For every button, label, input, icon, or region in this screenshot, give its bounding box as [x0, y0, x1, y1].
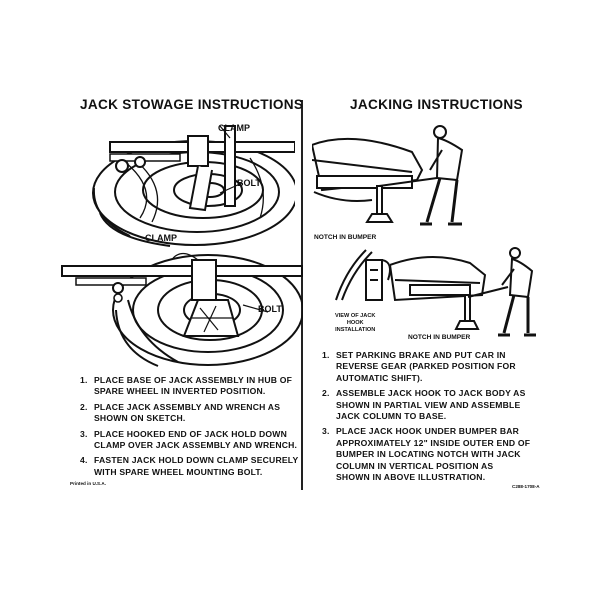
jacking-illustration-top	[312, 125, 464, 226]
bolt-label-bottom: BOLT	[258, 304, 282, 314]
stowage-illustration-top	[92, 125, 295, 247]
column-divider	[301, 100, 303, 490]
jacking-step: 1.SET PARKING BRAKE AND PUT CAR IN REVER…	[322, 350, 516, 383]
stowage-illustration-bottom	[61, 252, 303, 367]
view-hook-label: VIEW OF JACK HOOK INSTALLATION	[335, 313, 376, 333]
jack-hook-partial-view	[335, 249, 391, 301]
stowage-step: 2.PLACE JACK ASSEMBLY AND WRENCH AS SHOW…	[80, 401, 281, 424]
clamp-label-bottom: CLAMP	[145, 233, 177, 243]
stowage-steps: 1.PLACE BASE OF JACK ASSEMBLY IN HUB OF …	[80, 375, 300, 482]
stowage-heading: JACK STOWAGE INSTRUCTIONS	[80, 97, 304, 112]
jacking-illustration-bottom	[390, 247, 536, 337]
jacking-steps: 1.SET PARKING BRAKE AND PUT CAR IN REVER…	[322, 350, 562, 487]
printed-in-usa: Printed in U.S.A.	[70, 481, 106, 486]
jacking-step: 3.PLACE JACK HOOK UNDER BUMPER BAR APPRO…	[322, 426, 531, 483]
notch-label-bottom: NOTCH IN BUMPER	[408, 334, 471, 341]
bolt-label-top: BOLT	[237, 178, 261, 188]
stowage-step: 3.PLACE HOOKED END OF JACK HOLD DOWN CLA…	[80, 428, 298, 451]
clamp-label-top: CLAMP	[218, 123, 250, 133]
jacking-step: 2.ASSEMBLE JACK HOOK TO JACK BODY AS SHO…	[322, 388, 526, 422]
jacking-heading: JACKING INSTRUCTIONS	[350, 97, 523, 112]
stowage-step: 1.PLACE BASE OF JACK ASSEMBLY IN HUB OF …	[80, 375, 293, 397]
stowage-step: 4.FASTEN JACK HOLD DOWN CLAMP SECURELY W…	[80, 455, 299, 477]
part-number: C288-1708-A	[512, 484, 540, 489]
notch-label-top: NOTCH IN BUMPER	[314, 234, 377, 241]
